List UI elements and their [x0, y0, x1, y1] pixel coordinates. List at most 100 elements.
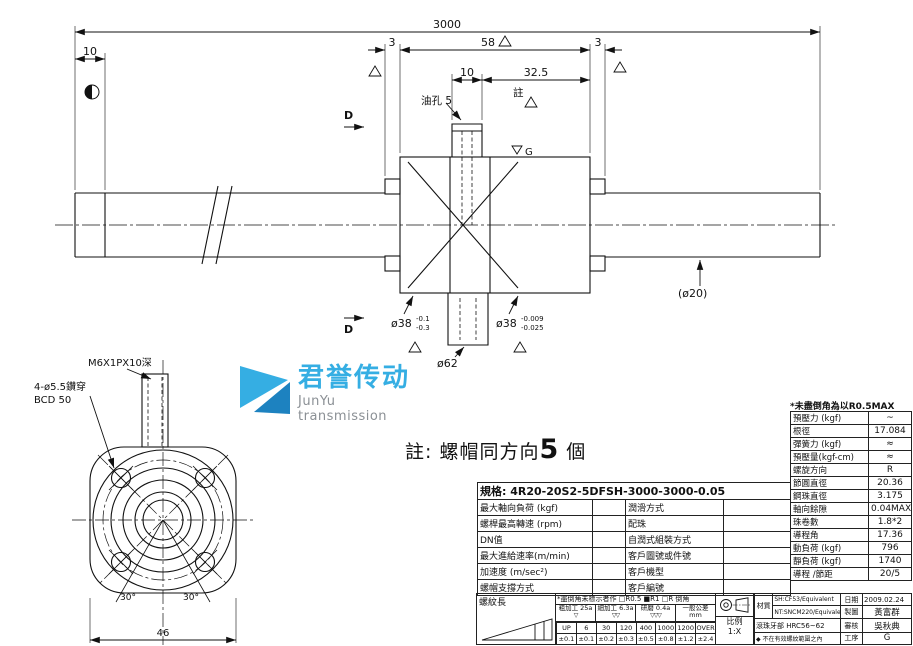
tol-value: ±0.1 [575, 633, 597, 645]
param-value: R [868, 463, 912, 477]
param-value: 1740 [868, 554, 912, 568]
tol-header: 1000 [655, 622, 677, 634]
spec-cell-label: 最大進給速率(m/min) [477, 547, 593, 564]
general-tolerance-header: 一般公差 mm [676, 604, 716, 622]
finish-value: 25a [580, 604, 593, 612]
param-row: 預壓力 (kgf)~ [790, 411, 912, 425]
finish-value: 6.3a [619, 604, 634, 612]
signoff-row: NT:SNCM220/Equivalent 製圖 黃富群 [755, 605, 912, 620]
spec-cell-label: 最大軸向負荷 (kgf) [477, 499, 593, 516]
tol-header: 30 [595, 622, 617, 634]
process-label: 工序 [839, 631, 864, 646]
param-row: 動負荷 (kgf)796 [790, 541, 912, 555]
signoff-row: 滾珠牙部 HRC56~62 審核 吳秋典 [754, 618, 912, 633]
dim-10-boss: 10 [460, 66, 474, 79]
angle-right-label: 30° [183, 593, 199, 603]
param-label: 預壓力 (kgf) [790, 411, 869, 425]
checker-label: 審核 [839, 618, 864, 633]
param-label: 螺旋方向 [790, 463, 869, 477]
tol-value: ±0.2 [595, 633, 617, 645]
title-block: 螺紋長 *盡倒角未標示者作 □R0.5 ■R1 □R 倒角 粗加工 25a ▽ … [476, 592, 912, 646]
tolerance-header-row: UP 6 30 120 400 1000 1200 OVER [556, 622, 716, 634]
tol-value: ±1.2 [675, 633, 697, 645]
note-suffix: 個 [566, 441, 587, 463]
section-d-bottom-label: D [344, 323, 353, 336]
spec-cell-value [722, 531, 792, 548]
param-label: 導程 /節距 [790, 567, 869, 581]
param-row: 預壓量(kgf-cm)≈ [790, 450, 912, 464]
spec-cell-value [722, 515, 792, 532]
dim-3-left: 3 [389, 36, 396, 49]
date-value: 2009.02.24 [862, 592, 912, 607]
tol-header: OVER [695, 622, 716, 634]
section-d-top-label: D [344, 109, 353, 122]
angle-left-label: 30° [120, 593, 136, 603]
dia38-left-label: ø38 [391, 317, 412, 330]
hidden-oil-hole-lines [459, 131, 477, 340]
spec-cell-label: 潤滑方式 [625, 499, 724, 516]
param-label: 軸向餘隙 [790, 502, 869, 516]
thread-range-note: ◆ 不在有效螺紋範圍之內 [754, 631, 841, 646]
param-label: 彈簧力 (kgf) [790, 437, 869, 451]
dia20-label: (ø20) [678, 287, 707, 300]
finish-grade-fine: 細加工 6.3a ▽▽ [596, 604, 636, 622]
dim-58: 58 [481, 36, 495, 49]
tolerance-title: 一般公差 [682, 604, 709, 612]
chamfer-note: *未盡倒角為以R0.5MAX [790, 402, 895, 412]
param-value: 0.04MAX [868, 502, 912, 516]
spec-value: 4R20-20S2-5DFSH-3000-3000-0.05 [510, 485, 726, 498]
tol-value: ±2.4 [695, 633, 716, 645]
g-mark-label: G [525, 147, 533, 158]
dia38-right-tol-upper: -0.009 [521, 315, 544, 323]
drawing-note: 註: 螺帽同方向5 個 [405, 434, 695, 465]
param-label: 導程角 [790, 528, 869, 542]
angle-lines [115, 519, 211, 603]
projection-scale-column: 比例 1:X [716, 593, 754, 645]
finish-grades-row: 粗加工 25a ▽ 細加工 6.3a ▽▽ 研磨 0.4a ▽▽▽ 一般公差 m… [556, 604, 716, 622]
front-view-drawing: M6X1PX10深 4-ø5.5鑽穿 BCD 50 30° 30° 46 [34, 357, 254, 645]
param-value: 20/5 [868, 567, 912, 581]
logo-name-cn: 君誉传动 [298, 363, 411, 393]
tolerance-table: UP 6 30 120 400 1000 1200 OVER ±0.1 ±0.1… [556, 622, 716, 645]
param-row: 靜負荷 (kgf)1740 [790, 554, 912, 568]
param-label: 靜負荷 (kgf) [790, 554, 869, 568]
dim-3000: 3000 [433, 18, 461, 31]
checker-name: 吳秋典 [862, 618, 912, 633]
spec-row: DN值自潤式組裝方式 [477, 531, 792, 548]
param-value: 17.084 [868, 424, 912, 438]
tol-header: UP [556, 622, 577, 634]
spec-cell-label: DN值 [477, 531, 593, 548]
drafter-name: 黃富群 [862, 605, 912, 620]
param-value: 20.36 [868, 476, 912, 490]
side-view-drawing: 3000 10 3 58 3 10 32.5 油孔 5 註 G D D ø38 … [55, 18, 838, 370]
spec-cell-value [722, 547, 792, 564]
spec-cell-label: 配珠 [625, 515, 724, 532]
oil-hole-label: 油孔 5 [421, 94, 452, 107]
thread-length-wedge-icon [481, 618, 553, 641]
tol-header: 400 [635, 622, 657, 634]
spec-cell-label: 加速度 (m/sec²) [477, 563, 593, 580]
tol-value: ±0.3 [615, 633, 637, 645]
spec-cell-value [592, 563, 626, 580]
note-ref-label: 註 [513, 87, 524, 99]
spec-cell-value [592, 499, 626, 516]
param-value: ~ [868, 411, 912, 425]
spec-cell-label: 客戶圖號或件號 [625, 547, 724, 564]
extension-lines [74, 26, 821, 190]
param-label: 動負荷 (kgf) [790, 541, 869, 555]
material-nt: NT:SNCM220/Equivalent [772, 605, 841, 620]
chamfer-standard-note: *盡倒角未標示者作 □R0.5 ■R1 □R 倒角 [556, 593, 716, 605]
tolerance-table-wrap: UP 6 30 120 400 1000 1200 OVER ±0.1 ±0.1… [556, 622, 716, 645]
scale-value: 1:X [727, 627, 742, 637]
tol-value: ±0.8 [655, 633, 677, 645]
dia62-label: ø62 [437, 357, 458, 370]
surface-finish-triangle-icons [368, 35, 627, 353]
param-row: 彈簧力 (kgf)≈ [790, 437, 912, 451]
spec-cell-value [592, 515, 626, 532]
dim-10-left: 10 [83, 45, 97, 58]
material-signoff-table: 材質 SH:CF53/Equivalent 日期 2009.02.24 NT:S… [753, 592, 912, 646]
dia38-right-tol-lower: -0.025 [521, 324, 544, 332]
